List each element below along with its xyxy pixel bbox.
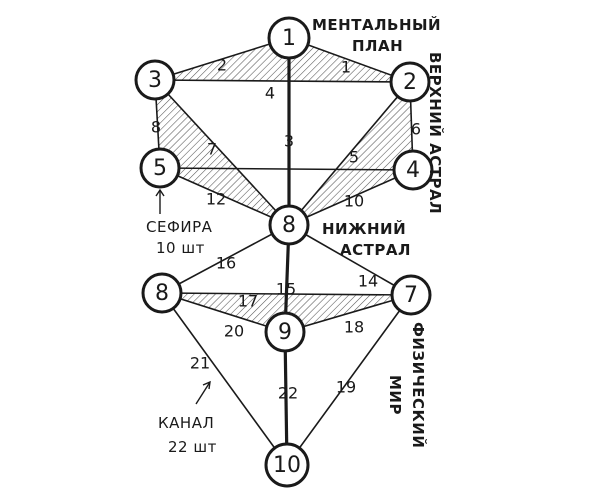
sephira-arrow-icon [155,188,165,214]
sephira-circle [141,272,183,314]
channel-line-16 [161,224,290,294]
channel-number: 4 [265,84,275,103]
sephira-number: 7 [404,283,418,308]
sephira-circle [267,16,311,60]
sephira-circle [264,442,310,488]
channel-line-20 [161,292,286,333]
channel-number: 10 [344,192,364,211]
sephira-number: 8 [155,281,169,306]
sephira-number: 9 [278,320,292,345]
sephira-circle [268,204,310,246]
sephira-number: 5 [153,156,167,181]
channel-number: 16 [216,254,236,273]
channel-note-line1: КАНАЛ [158,414,214,432]
sephira-node: 8 [268,204,310,246]
sephira-node: 3 [134,59,176,101]
channel-number: 19 [336,378,356,397]
sephira-number: 8 [282,213,296,238]
channel-number: 3 [284,132,294,151]
sephira-circle [390,274,432,316]
mental-plane-label-line1: МЕНТАЛЬНЫЙ [312,15,441,34]
channel-line-10 [288,169,414,226]
channel-line-18 [284,294,412,333]
sephira-circle [139,147,181,189]
sephira-number: 4 [406,158,420,183]
sephira-circle [264,311,306,353]
upper-triangle-hatch [155,38,410,82]
sephira-circle [134,59,176,101]
sephira-node: 8 [141,272,183,314]
channel-line-17 [161,292,412,296]
sephira-circle [392,149,434,191]
channel-line-14 [288,224,412,296]
channel-line-19 [286,294,412,466]
sephira-node: 4 [392,149,434,191]
sephira-number: 3 [148,68,162,93]
channel-number: 17 [238,292,258,311]
sephira-number: 1 [282,26,296,51]
sephira-number: 2 [403,70,417,95]
sephira-node: 1 [267,16,311,60]
sephira-node: 7 [390,274,432,316]
channel-line-5 [288,81,411,226]
upper-astral-label: ВЕРХНИЙ АСТРАЛ [426,52,445,214]
lower-astral-label-line1: НИЖНИЙ [322,219,406,238]
channel-number: 20 [224,322,244,341]
lower-astral-label-line2: АСТРАЛ [340,241,411,259]
sephira-note-line2: 10 шт [156,239,205,257]
channel-number: 21 [190,354,210,373]
sephira-node: 10 [264,442,310,488]
channel-number: 22 [278,384,298,403]
mental-plane-label-line2: ПЛАН [352,37,403,55]
channel-number: 12 [206,190,226,209]
channel-note-line2: 22 шт [168,438,217,456]
channel-line-12 [159,167,290,226]
sephira-node: 5 [139,147,181,189]
physical-world-label-line1: ФИЗИЧЕСКИЙ [409,322,428,448]
sephira-note-line1: СЕФИРА [146,218,213,236]
physical-world-label-line2: МИР [386,375,404,415]
sephira-node: 2 [389,61,431,103]
channel-number: 1 [341,58,351,77]
channel-line-21 [161,292,288,466]
channel-line-2 [154,37,290,81]
channel-line-7 [154,79,290,226]
channel-number: 7 [207,140,217,159]
channel-line-4 [154,79,411,83]
channel-line-unlabeled [159,167,414,171]
channel-number: 14 [358,272,378,291]
channel-number: 8 [151,118,161,137]
channel-number: 18 [344,318,364,337]
channel-arrow-icon [195,380,211,405]
sephira-number: 10 [273,453,301,478]
sephira-node: 9 [264,311,306,353]
channel-number: 5 [349,148,359,167]
sephira-circle [389,61,431,103]
channel-number: 6 [411,120,421,139]
channel-number: 2 [217,56,227,75]
channel-number: 15 [276,280,296,299]
